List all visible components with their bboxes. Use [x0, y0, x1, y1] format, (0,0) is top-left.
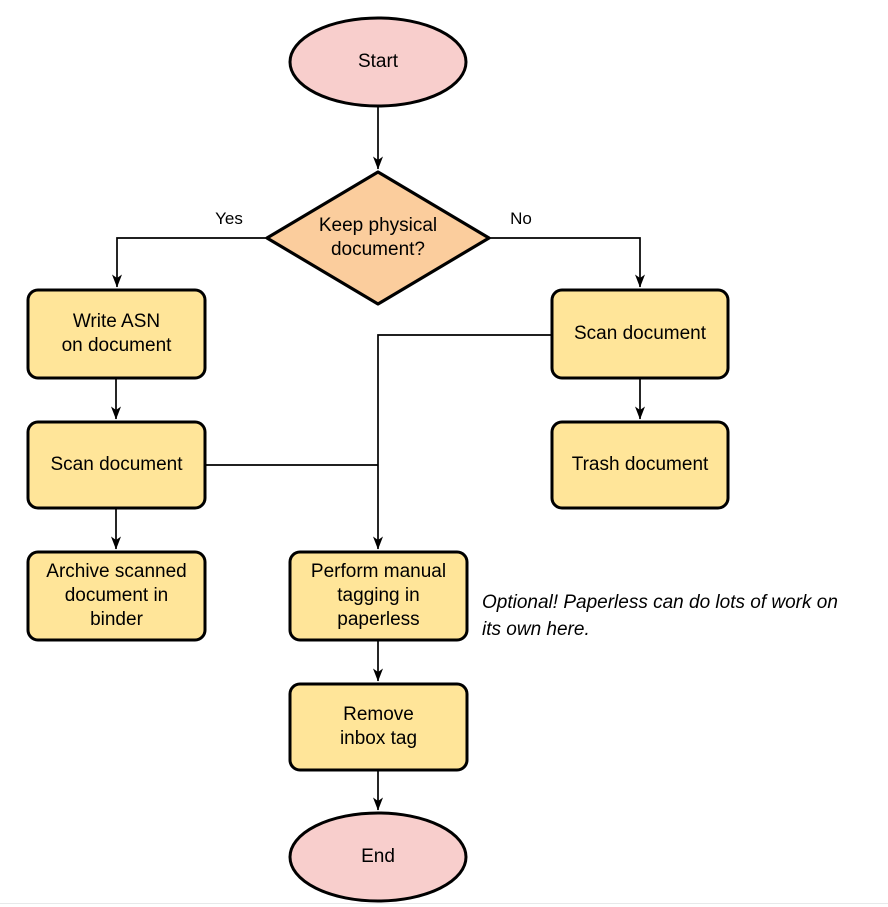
end-node	[288, 811, 468, 903]
tagging-node	[288, 550, 469, 642]
edge-scanright-to-tagging	[373, 334, 552, 550]
scan-left-node	[26, 420, 207, 510]
remove-inbox-node	[288, 682, 469, 772]
trash-node	[550, 420, 730, 510]
page-bottom-border	[0, 903, 888, 904]
start-node	[288, 16, 468, 108]
archive-node	[26, 550, 207, 642]
edge-decision-yes	[112, 237, 267, 288]
write-asn-node	[26, 288, 207, 380]
edge-decision-no	[489, 237, 645, 288]
scan-right-node	[550, 288, 730, 380]
decision-node	[265, 170, 491, 306]
